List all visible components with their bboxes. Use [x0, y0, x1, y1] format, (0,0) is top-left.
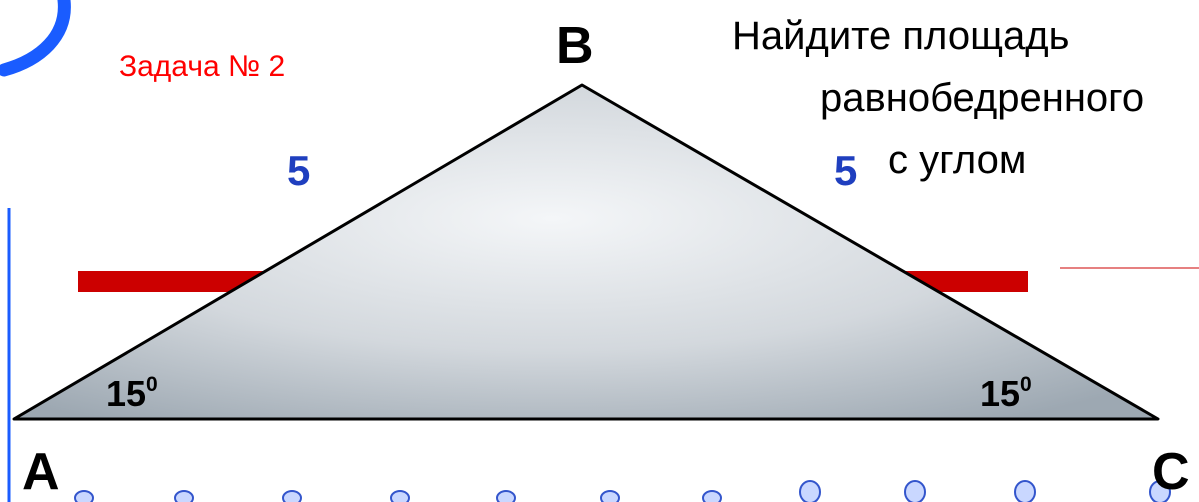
problem-statement: Найдите площадь равнобедренного с углом	[732, 16, 1199, 256]
problem-line: Найдите площадь	[732, 16, 1070, 58]
angle-label-a: 150	[106, 373, 158, 414]
angle-label-c: 150	[980, 373, 1032, 414]
task-number-label: Задача № 2	[119, 50, 286, 83]
side-length-ab: 5	[287, 147, 311, 194]
angle-c-degree: 0	[1020, 373, 1032, 396]
vertex-label-a: A	[22, 443, 60, 501]
bead-chain-decoration	[74, 480, 1171, 502]
problem-line: равнобедренного	[820, 76, 1145, 120]
angle-a-degree: 0	[146, 373, 158, 396]
triangle-abc	[12, 83, 1160, 421]
blue-arc-decoration	[0, 0, 71, 77]
angle-a-value: 15	[106, 373, 147, 414]
angle-c-value: 15	[980, 373, 1021, 414]
side-length-bc: 5	[834, 147, 858, 194]
problem-line: с углом	[888, 138, 1027, 182]
vertex-label-b: B	[556, 17, 594, 75]
vertex-label-c: C	[1152, 443, 1190, 501]
